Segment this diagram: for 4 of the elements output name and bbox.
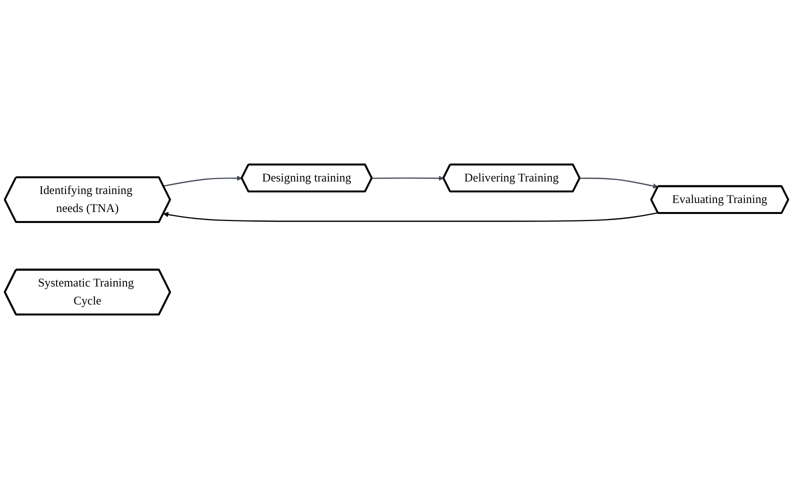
arrow xyxy=(580,178,658,189)
arrow xyxy=(163,212,658,222)
arrow xyxy=(372,176,444,181)
arrow xyxy=(163,176,242,187)
